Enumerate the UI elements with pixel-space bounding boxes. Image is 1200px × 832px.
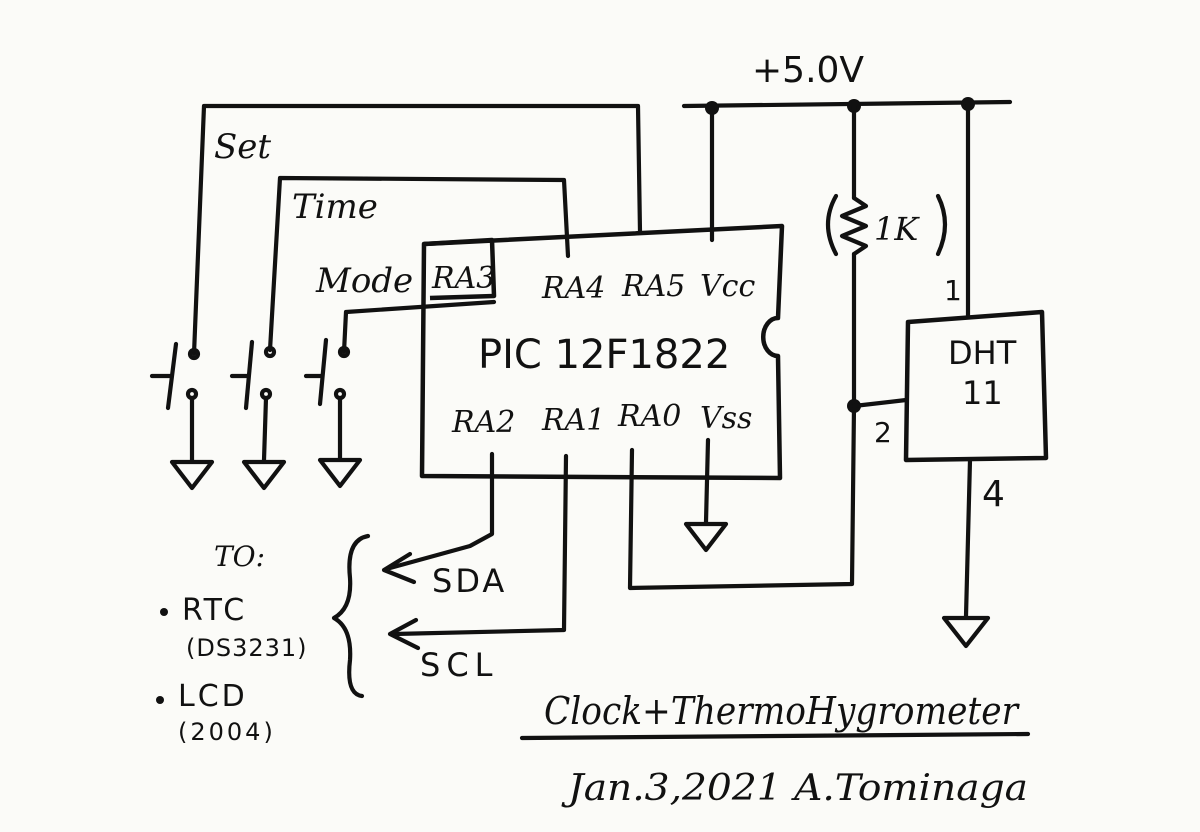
time-wire bbox=[267, 175, 571, 353]
dht11-name-line1: DHT bbox=[948, 334, 1017, 372]
dht11-body bbox=[903, 309, 1049, 463]
lcd-label: LCD bbox=[178, 679, 248, 714]
diagram-byline: Jan.3,2021 A.Tominaga bbox=[560, 768, 1028, 809]
dht-pin1-label: 1 bbox=[944, 274, 962, 307]
sda-arrow bbox=[381, 551, 417, 585]
resistor-label: 1K bbox=[874, 210, 920, 248]
bullet-rtc bbox=[160, 608, 168, 616]
rtc-part-label: (DS3231) bbox=[186, 634, 308, 662]
mode-wire bbox=[341, 299, 497, 355]
supply-voltage-label: +5.0V bbox=[752, 50, 864, 91]
scl-wire bbox=[391, 453, 569, 637]
mode-switch-label: Mode bbox=[315, 261, 413, 301]
sda-wire bbox=[387, 451, 495, 571]
pic-chip-name: PIC 12F1822 bbox=[478, 332, 730, 378]
mode-switch bbox=[303, 337, 363, 489]
dht-ground bbox=[941, 615, 991, 649]
scl-label: SCL bbox=[420, 646, 498, 684]
dht11-name-line2: 11 bbox=[962, 374, 1003, 412]
diagram-title: Clock+ThermoHygrometer bbox=[544, 689, 1021, 733]
destination-brace bbox=[331, 533, 371, 699]
data-wire bbox=[627, 403, 857, 591]
supply-rail bbox=[681, 99, 1013, 109]
set-wire bbox=[191, 103, 643, 357]
pin-label-ra5: RA5 bbox=[621, 269, 685, 304]
pin-label-ra4: RA4 bbox=[541, 271, 605, 306]
set-switch bbox=[149, 341, 215, 491]
pin-label-ra3: RA3 bbox=[431, 261, 495, 296]
vss-ground bbox=[683, 437, 729, 553]
pullup-resistor bbox=[825, 103, 948, 409]
pin-label-vcc: Vcc bbox=[700, 269, 755, 304]
rtc-label: RTC bbox=[182, 593, 247, 628]
lcd-part-label: (2004) bbox=[178, 718, 276, 746]
dht-gnd-wire bbox=[963, 457, 973, 619]
title-underline bbox=[519, 731, 1031, 741]
set-switch-label: Set bbox=[214, 127, 271, 167]
pin-label-ra2: RA2 bbox=[451, 405, 515, 440]
scl-arrow bbox=[387, 617, 421, 651]
time-switch bbox=[229, 339, 287, 491]
sda-label: SDA bbox=[432, 562, 507, 600]
dht-data-wire bbox=[851, 397, 909, 409]
bullet-lcd bbox=[156, 696, 164, 704]
pin-label-vss: Vss bbox=[700, 401, 752, 436]
pin-label-ra0: RA0 bbox=[617, 399, 681, 434]
dht-pin4-label: 4 bbox=[982, 474, 1005, 515]
dht-pin2-label: 2 bbox=[874, 416, 892, 449]
pic-chip-body bbox=[419, 223, 785, 481]
pin-label-ra1: RA1 bbox=[541, 403, 605, 438]
time-switch-label: Time bbox=[292, 187, 378, 227]
to-label: TO: bbox=[214, 540, 265, 573]
ra3-pin-box bbox=[423, 237, 497, 301]
